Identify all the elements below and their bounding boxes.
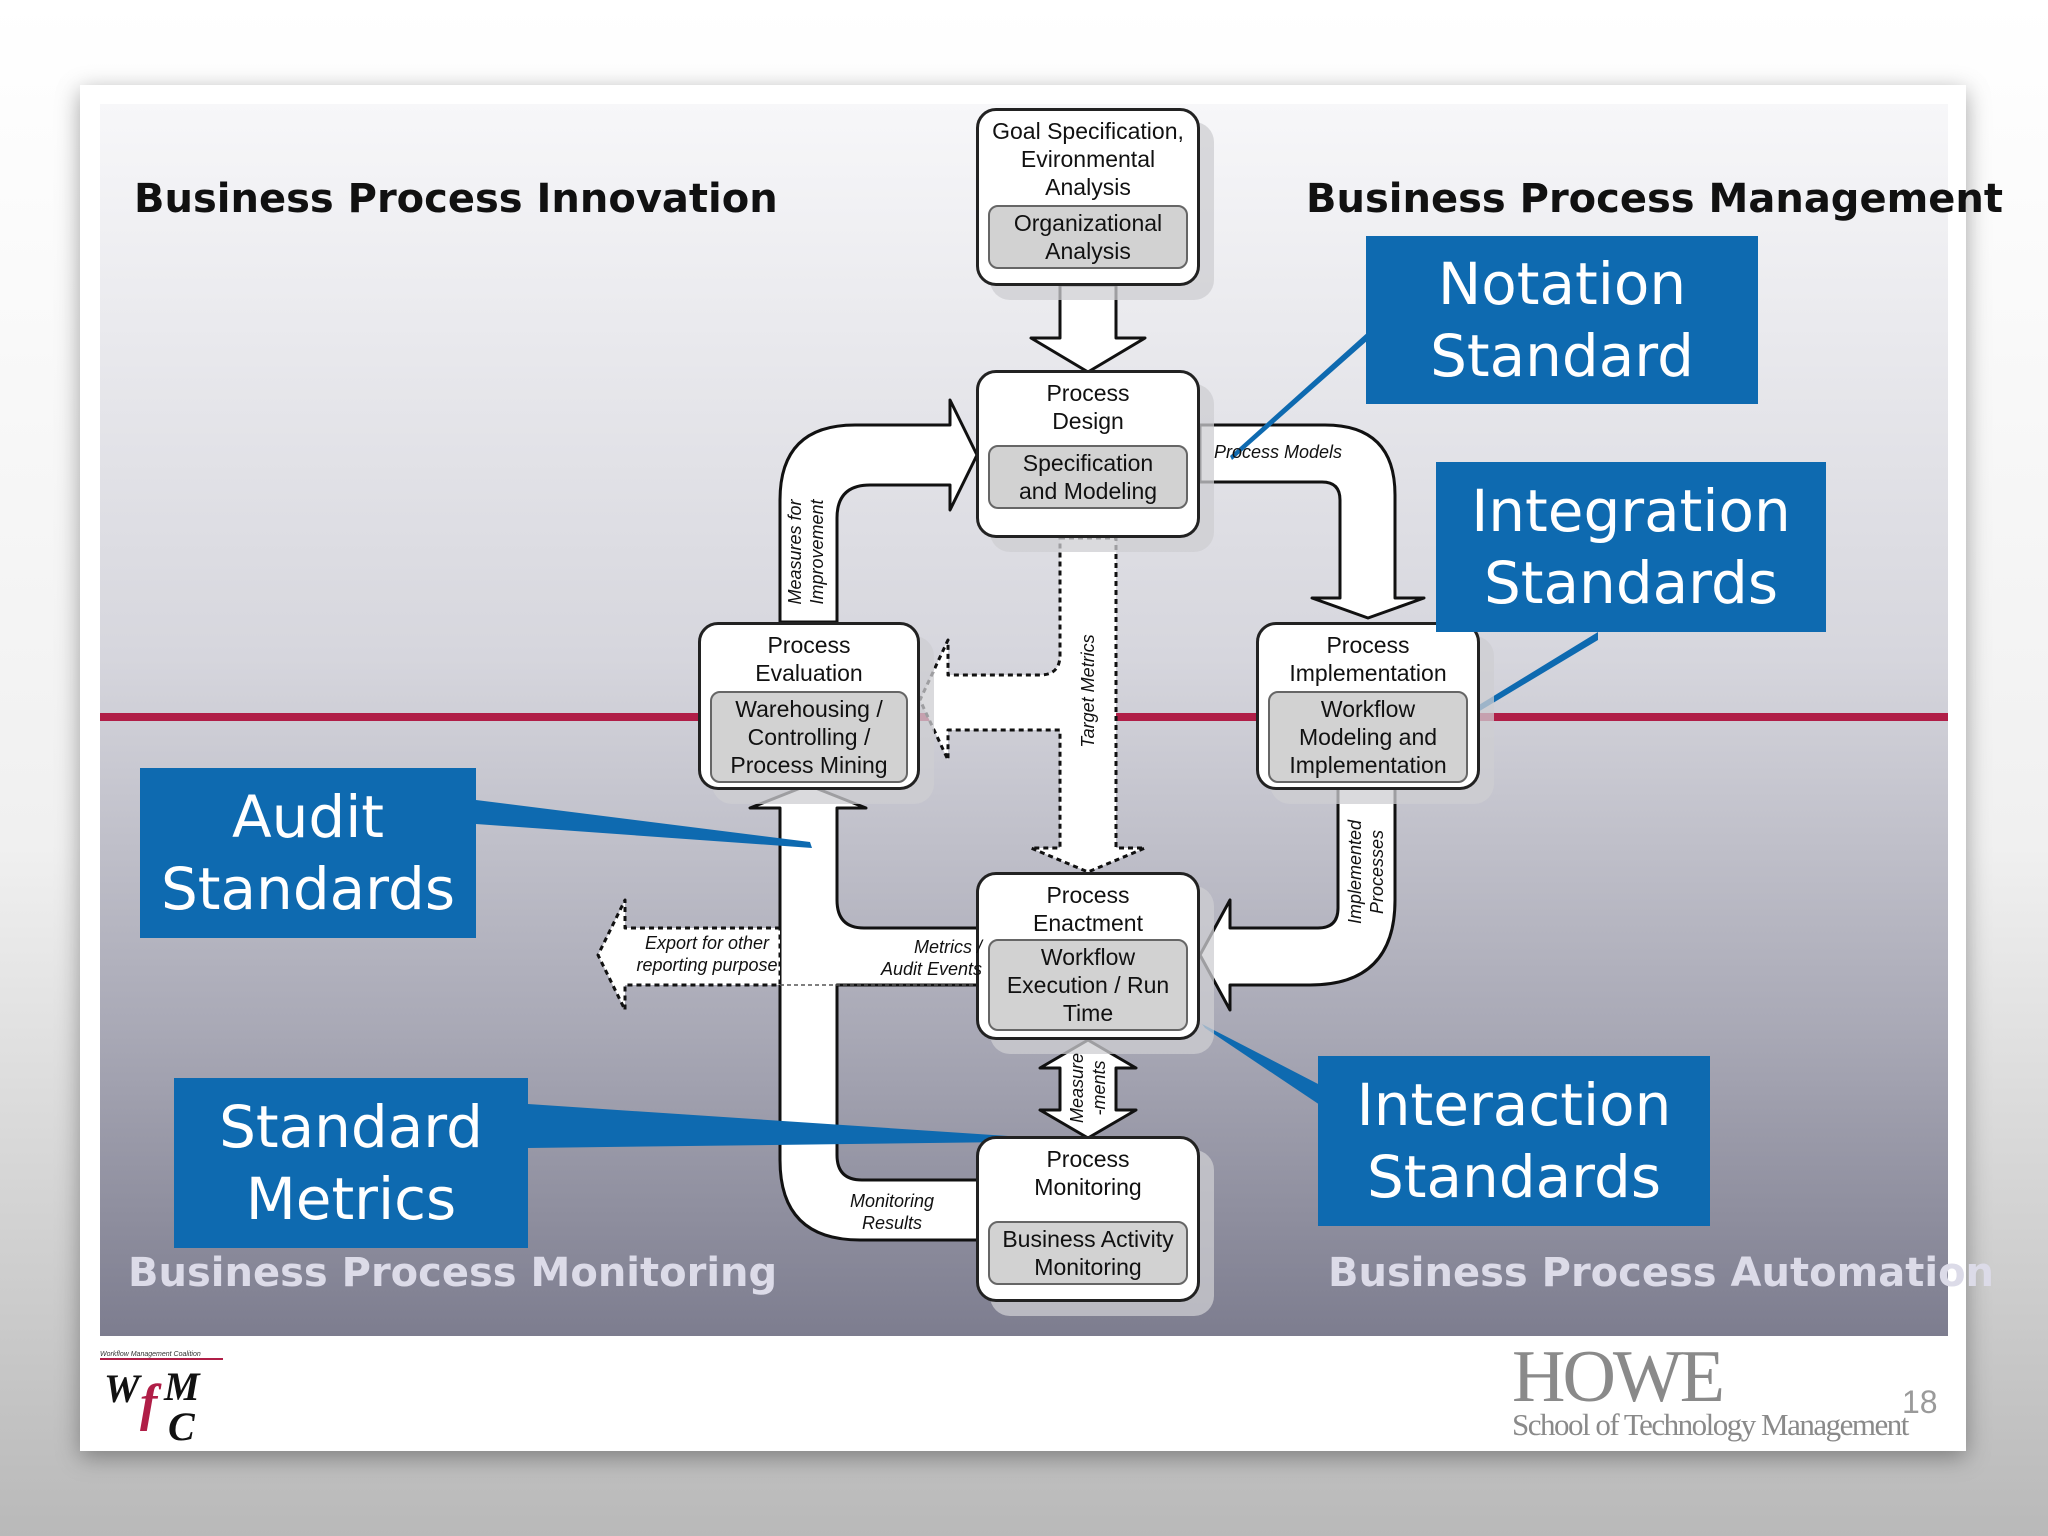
label-target-metrics: Target Metrics [1078, 634, 1098, 748]
label-metrics-audit-events: Metrics / Audit Events [880, 937, 982, 979]
node-goal-specification: Goal Specification, Evironmental Analysi… [976, 108, 1200, 286]
wfmc-logo: W f M C [100, 1358, 223, 1448]
arrow-monitoring-to-evaluation [748, 783, 980, 1242]
node-goal-title: Goal Specification, Evironmental Analysi… [992, 118, 1184, 200]
interaction-pointer [1202, 1024, 1320, 1105]
node-design-title: Process Design [1046, 380, 1130, 434]
arrow-export [596, 898, 782, 1012]
node-monitoring-inner: Business Activity Monitoring [988, 1221, 1188, 1285]
node-process-design: Process Design Specification and Modelin… [976, 370, 1200, 538]
quadrant-label-automation: Business Process Automation [1328, 1250, 1995, 1296]
arrow-target-metrics [918, 536, 1147, 874]
svg-text:W: W [104, 1366, 142, 1411]
node-process-evaluation: Process Evaluation Warehousing / Control… [698, 622, 920, 790]
howe-logo-subtitle: School of Technology Management [1512, 1407, 1909, 1442]
quadrant-label-innovation: Business Process Innovation [134, 176, 778, 222]
svg-text:f: f [140, 1375, 162, 1432]
howe-logo-name: HOWE [1512, 1336, 1725, 1418]
node-design-inner: Specification and Modeling [988, 445, 1188, 509]
callout-interaction-standards: Interaction Standards [1318, 1056, 1710, 1226]
notation-pointer [1230, 332, 1368, 460]
callout-integration-standards: Integration Standards [1436, 462, 1826, 632]
arrow-goal-to-design [1029, 283, 1147, 374]
label-measures-for-improvement: Measures for Improvement [785, 499, 827, 605]
arrow-design-to-implementation [1198, 423, 1426, 620]
svg-text:C: C [168, 1404, 196, 1448]
node-enactment-title: Process Enactment [1033, 882, 1143, 936]
quadrant-label-monitoring: Business Process Monitoring [128, 1250, 778, 1296]
callout-standard-metrics: Standard Metrics [174, 1078, 528, 1248]
label-process-models: Process Models [1214, 442, 1343, 462]
node-process-monitoring: Process Monitoring Business Activity Mon… [976, 1136, 1200, 1302]
label-export-reporting: Export for other reporting purpose [636, 933, 778, 975]
node-process-implementation: Process Implementation Workflow Modeling… [1256, 622, 1480, 790]
page-number: 18 [1902, 1384, 1938, 1420]
node-goal-inner: Organizational Analysis [988, 205, 1188, 269]
svg-text:M: M [163, 1364, 201, 1409]
callout-audit-standards: Audit Standards [140, 768, 476, 938]
arrow-implementation-to-enactment [1198, 786, 1397, 1012]
arrow-evaluation-to-design [778, 398, 979, 624]
node-evaluation-inner: Warehousing / Controlling / Process Mini… [710, 691, 908, 783]
node-implementation-title: Process Implementation [1289, 632, 1447, 686]
audit-pointer [476, 800, 812, 848]
arrow-measurements [1038, 1038, 1138, 1140]
integration-pointer [1474, 632, 1598, 712]
wfmc-caption: Workflow Management Coalition [100, 1351, 201, 1358]
quadrant-label-management: Business Process Management [1306, 176, 2003, 222]
metrics-pointer [528, 1104, 1010, 1148]
node-process-enactment: Process Enactment Workflow Execution / R… [976, 872, 1200, 1040]
node-monitoring-title: Process Monitoring [1034, 1146, 1142, 1200]
label-implemented-processes: Implemented Processes [1345, 819, 1387, 925]
label-monitoring-results: Monitoring Results [849, 1191, 935, 1233]
callout-notation-standard: Notation Standard [1366, 236, 1758, 404]
node-implementation-inner: Workflow Modeling and Implementation [1268, 691, 1468, 783]
node-enactment-inner: Workflow Execution / Run Time [988, 939, 1188, 1031]
node-evaluation-title: Process Evaluation [755, 632, 863, 686]
label-measurements: Measure -ments [1067, 1052, 1109, 1124]
